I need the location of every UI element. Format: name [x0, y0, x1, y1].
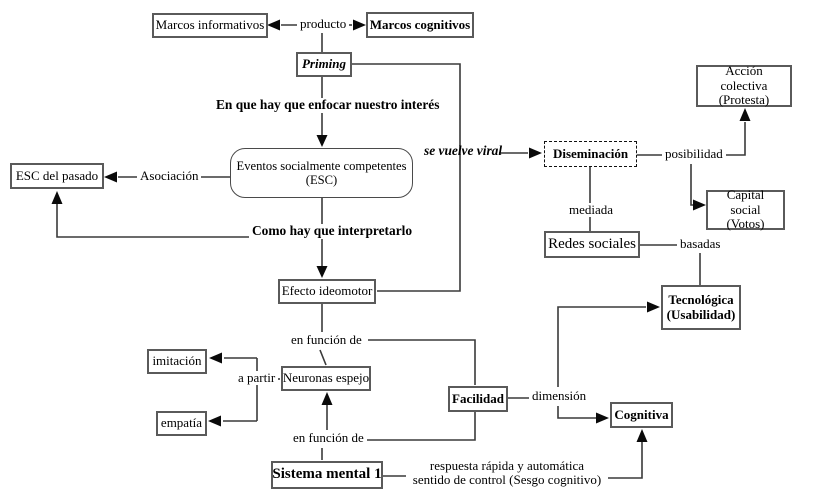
node-priming: Priming [296, 52, 352, 77]
node-label: Efecto ideomotor [281, 283, 373, 299]
node-label-line1: Acción colectiva [720, 62, 768, 93]
node-label: Neuronas espejo [282, 370, 370, 386]
edge-label-basadas: basadas [677, 236, 724, 252]
node-label-line1: Eventos socialmente competentes [236, 158, 407, 173]
node-empatia: empatía [156, 411, 207, 436]
node-accion-colectiva: Acción colectiva (Protesta) [696, 62, 792, 108]
node-label: Redes sociales [548, 235, 636, 252]
node-label: Sistema mental 1 [272, 466, 382, 483]
node-label: ESC del pasado [15, 167, 99, 183]
node-label-line1: Capital social [726, 186, 765, 217]
node-label-line2: (Usabilidad) [666, 306, 736, 322]
node-sistema-mental-1: Sistema mental 1 [271, 461, 383, 489]
edge-label-se-vuelve-viral: se vuelve viral [424, 143, 503, 158]
node-label-line2: (Protesta) [718, 92, 770, 108]
edge-label-interpretarlo: Como hay que interpretarlo [249, 223, 416, 239]
node-label: Priming [301, 56, 347, 72]
edge-label-mediada: mediada [566, 202, 617, 218]
edge-label-respuesta-line1: respuesta rápida y automática [429, 458, 585, 473]
node-label: empatía [160, 415, 203, 431]
edge-label-en-funcion-de-superior: en función de [288, 332, 365, 348]
edge-label-respuesta: respuesta rápida y automática sentido de… [406, 458, 608, 488]
node-label: imitación [152, 353, 202, 369]
edge-label-a-partir: a partir [235, 370, 279, 386]
node-eventos-socialmente-competentes: Eventos socialmente competentes (ESC) [230, 148, 413, 198]
edges [56, 24, 746, 479]
node-imitacion: imitación [147, 349, 207, 374]
node-label-line1: Tecnológica [668, 291, 734, 307]
node-neuronas-espejo: Neuronas espejo [281, 366, 371, 391]
node-marcos-informativos: Marcos informativos [152, 13, 268, 38]
arrowheads [51, 19, 751, 442]
node-facilidad: Facilidad [448, 386, 508, 412]
node-label: Facilidad [452, 390, 505, 406]
edge-label-respuesta-line2: sentido de control (Sesgo cognitivo) [412, 472, 602, 488]
edge-label-en-funcion-de-inferior: en función de [290, 430, 367, 446]
node-diseminacion: Diseminación [544, 141, 637, 167]
node-label: Diseminación [552, 145, 629, 161]
edge-label-asociacion: Asociación [137, 168, 202, 184]
node-label-line2: (Votos) [726, 216, 765, 232]
node-cognitiva: Cognitiva [610, 402, 673, 428]
edge-label-posibilidad: posibilidad [662, 146, 726, 162]
edge-label-enfocar: En que hay que enfocar nuestro interés [213, 97, 443, 113]
node-label: Marcos cognitivos [369, 16, 471, 32]
node-label-line2: (ESC) [305, 173, 338, 187]
edge-label-dimension: dimensión [529, 388, 590, 404]
node-marcos-cognitivos: Marcos cognitivos [366, 12, 474, 38]
node-efecto-ideomotor: Efecto ideomotor [278, 279, 376, 304]
node-label: Marcos informativos [155, 17, 265, 33]
edge-label-producto: producto [297, 16, 350, 32]
node-esc-del-pasado: ESC del pasado [10, 163, 104, 189]
node-label: Cognitiva [614, 406, 669, 422]
node-tecnologica: Tecnológica (Usabilidad) [661, 285, 741, 330]
node-redes-sociales: Redes sociales [544, 231, 640, 258]
node-capital-social: Capital social (Votos) [706, 186, 785, 232]
